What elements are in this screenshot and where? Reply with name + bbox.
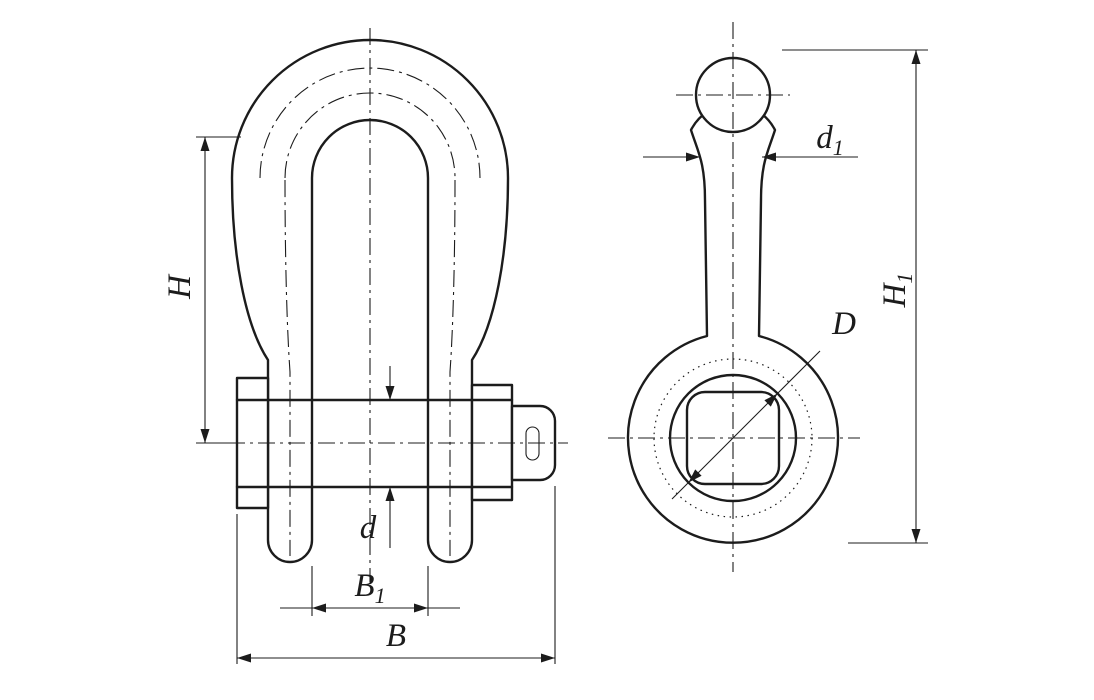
dim-label-B: B [386,618,406,654]
arrowhead [911,529,921,543]
left-leg-centerline [284,179,291,556]
right-leg-centerline [449,179,456,556]
side-view: d1 D H1 [608,22,928,572]
dimension-d: d [360,366,395,548]
arrowhead [200,137,210,151]
dim-label-d1: d1 [816,120,844,160]
bow-pitch-arc-inner [284,92,456,179]
shackle-body-outline [230,38,510,564]
dimension-H1: H1 [782,49,928,544]
arrowhead [541,653,555,663]
arrowhead [414,603,428,613]
arrowhead [764,393,778,407]
arrowhead [688,469,702,483]
arrowhead [312,603,326,613]
dimension-D: D [671,306,856,500]
dim-label-H: H [162,273,198,300]
dim-label-H1: H1 [877,273,917,309]
arrowhead [686,152,700,162]
dimension-B: B [236,486,556,664]
dim-label-d: d [360,510,377,546]
arrowhead [200,429,210,443]
front-view: H d B1 B [162,28,568,664]
dim-label-B1: B1 [354,568,385,608]
arrowhead [385,487,395,501]
bow-pitch-arc-outer [259,67,481,179]
arrowhead [911,50,921,64]
arrowhead [237,653,251,663]
dimension-H: H [162,136,241,444]
dimension-B1: B1 [280,566,460,616]
arrowhead [385,386,395,400]
dim-label-D: D [831,306,856,342]
dimension-d1: d1 [643,120,858,162]
arrowhead [762,152,776,162]
